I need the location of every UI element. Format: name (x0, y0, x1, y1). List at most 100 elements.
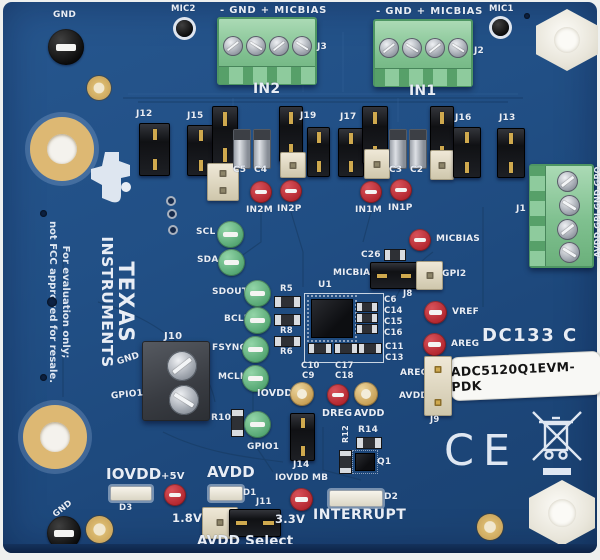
j1-screw-3 (557, 219, 578, 240)
label-r5: R5 (280, 284, 293, 294)
label-avdd-j9: AVDD (399, 391, 429, 401)
j1-screw-4 (559, 242, 580, 263)
plated-hole-3 (168, 225, 178, 235)
j2-screw-3 (425, 38, 445, 58)
label-c17: C17 (335, 361, 354, 371)
cap-c26-body (384, 249, 406, 261)
j2-wire-slots (375, 68, 471, 86)
testpoint-sdout (244, 280, 271, 307)
testpoint-gpio1 (244, 411, 271, 438)
jumper-j19 (307, 127, 330, 177)
j1-screw-2 (559, 195, 580, 216)
label-mic1: MIC1 (489, 4, 514, 14)
j10-screw-1 (167, 351, 197, 381)
j3-screw-4 (292, 36, 312, 56)
label-r6: R6 (280, 347, 293, 357)
connector-j2 (373, 19, 473, 87)
via-gold-bottom-left (86, 516, 113, 543)
cap-c4-body (253, 129, 271, 169)
label-u1: U1 (318, 280, 332, 290)
label-c15: C15 (384, 317, 403, 327)
j2-screw-2 (402, 38, 422, 58)
testpoint-iovdd (290, 382, 314, 406)
standoff-top-right (536, 9, 598, 71)
label-j3: J3 (317, 42, 328, 52)
testpoint-in1p (390, 179, 412, 201)
label-in1p: IN1P (388, 203, 413, 213)
testpoint-gnd-bottom (47, 516, 81, 550)
label-j12: J12 (136, 109, 153, 119)
j1-screw-1 (557, 171, 578, 192)
label-gnd-top: GND (53, 10, 76, 20)
label-areg-j9: AREG (400, 368, 429, 378)
label-sda: SDA (197, 255, 219, 265)
label-j14: J14 (293, 460, 310, 470)
label-c13: C13 (385, 353, 404, 363)
label-c11: C11 (385, 342, 404, 352)
passive-3 (356, 324, 378, 334)
label-c16: C16 (384, 328, 403, 338)
via-left-3 (40, 374, 47, 381)
cap-c5-body (233, 129, 251, 169)
label-avdd-tp: AVDD (354, 408, 385, 419)
label-avdd-select: AVDD Select (197, 533, 294, 549)
label-j19: J19 (300, 111, 317, 121)
label-in2-header: - GND + MICBIAS (220, 5, 328, 16)
ti-wordmark: TEXAS INSTRUMENTS (97, 212, 138, 392)
jumper-j13 (497, 128, 525, 178)
chip-u1 (307, 295, 357, 342)
label-c18: C18 (335, 371, 354, 381)
label-d1: D1 (243, 488, 257, 498)
passive-6 (358, 343, 382, 354)
label-revision: DC133 C (482, 325, 578, 346)
label-c2: C2 (410, 165, 424, 175)
label-j1-pinout: AVDD GPI GND GPO (593, 166, 600, 258)
label-c3: C3 (389, 165, 403, 175)
jumper-j16 (453, 127, 481, 178)
label-c5: C5 (233, 165, 247, 175)
mic2-jack (176, 20, 193, 37)
u1-silk-outline (304, 293, 384, 363)
label-in1: IN1 (409, 83, 437, 99)
label-gpio1-tp: GPIO1 (247, 442, 280, 452)
via-gold-top-left (87, 76, 111, 100)
label-c26: C26 (361, 250, 381, 260)
pcb-board: GND MIC2 - GND + MICBIAS J3 IN2 - GND + … (3, 2, 600, 553)
resistor-r8 (274, 336, 301, 347)
jumper-j8 (370, 262, 418, 289)
label-d2: D2 (384, 492, 399, 502)
label-r8: R8 (280, 326, 293, 336)
testpoint-fsync (242, 336, 269, 363)
weee-icon (532, 411, 582, 475)
led-d3 (110, 486, 152, 501)
j2-screw-4 (448, 38, 468, 58)
testpoint-in2p (280, 180, 302, 202)
via-left-2 (47, 297, 57, 307)
label-areg-tp: AREG (451, 339, 480, 349)
led-d1 (209, 486, 243, 501)
label-j11: J11 (256, 497, 272, 507)
j2-screw-1 (379, 38, 399, 58)
label-c4: C4 (254, 165, 268, 175)
via-left-1 (40, 210, 47, 217)
label-micbias-tp: MICBIAS (436, 234, 480, 244)
label-micbias-jumper: MICBIAS (333, 268, 377, 278)
jumper-j11 (229, 509, 281, 537)
label-j1: J1 (516, 204, 527, 214)
standoff-bottom-right (529, 480, 595, 546)
jumper-j17 (338, 128, 364, 177)
j1-wire-slots (530, 166, 546, 266)
label-in1m: IN1M (355, 205, 382, 215)
testpoint-avdd (354, 382, 378, 406)
label-interrupt: INTERRUPT (313, 507, 407, 523)
label-r10: R10 (211, 413, 232, 423)
label-in2m: IN2M (246, 205, 273, 215)
jumper-j12 (139, 123, 170, 176)
label-avdd-big: AVDD (207, 463, 255, 481)
label-iovdd-big: IOVDD (106, 465, 162, 483)
clip-c (364, 149, 390, 179)
clip-j8 (416, 261, 443, 290)
label-c9: C9 (302, 371, 315, 381)
plated-hole-2 (167, 209, 177, 219)
label-j16: J16 (455, 113, 472, 123)
